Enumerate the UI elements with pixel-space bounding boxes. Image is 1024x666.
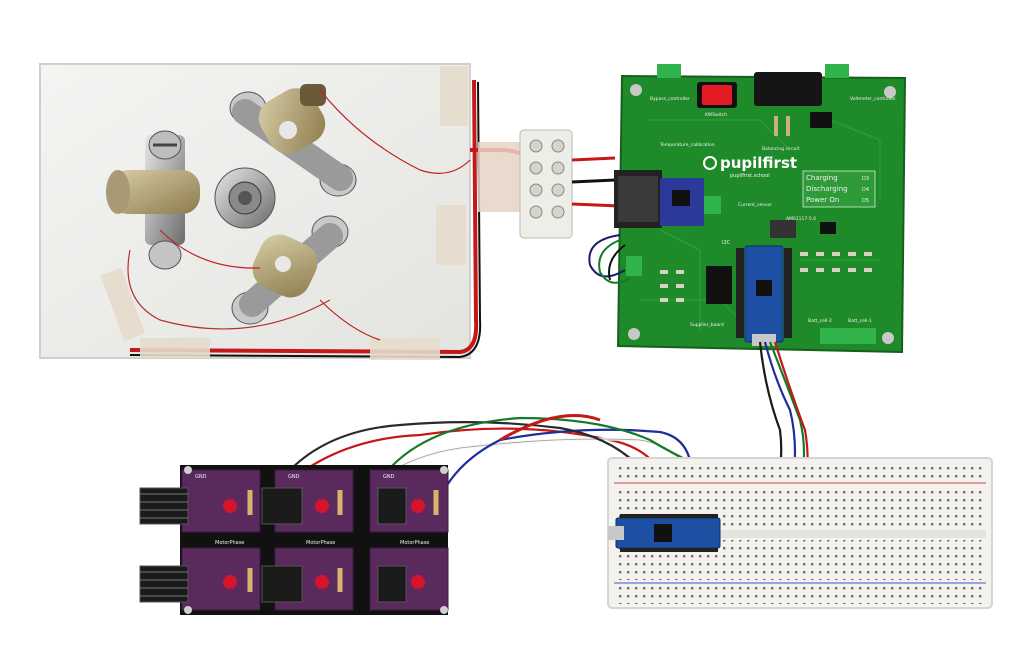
silk-i2c: I2C: [722, 240, 731, 246]
module-gnd-2: GND: [288, 474, 300, 480]
sensor-wires: [127, 89, 471, 341]
silk-kwswitch: KWSwitch: [705, 112, 727, 118]
module-gnd-3: GND: [383, 474, 395, 480]
module-label-3: MotorPhase: [400, 540, 429, 546]
motor-phase-board: GND GND GND MotorPhase MotorPhase MotorP…: [139, 465, 449, 615]
status-label-charging: Charging: [806, 174, 838, 182]
brand-site-label: pupilfirst.school: [730, 173, 770, 179]
status-ref-d3: D3: [862, 176, 869, 182]
status-label-power-on: Power On: [806, 196, 839, 204]
hall-sensor-left: [106, 130, 200, 270]
terminal-block: [519, 129, 621, 239]
silk-temp: Temperature_calibration: [659, 142, 715, 148]
silk-ams: AMS1117-5.0: [786, 216, 816, 222]
pcb-jumper-loops: [588, 234, 631, 284]
hall-sensor-center: [214, 167, 276, 229]
hall-sensor-top: [229, 84, 357, 197]
brand-logo-icon: [703, 156, 717, 170]
status-ref-d5: D5: [862, 198, 869, 204]
breadboard: [607, 457, 993, 609]
hall-sensor-bottom: [231, 215, 349, 325]
silk-supplier: Supplier_board: [690, 322, 724, 328]
bms-pcb: [614, 64, 907, 354]
status-ref-d4: D4: [862, 187, 869, 193]
module-label-2: MotorPhase: [306, 540, 335, 546]
module-label-1: MotorPhase: [215, 540, 244, 546]
silk-bypass: Bypass_controller: [650, 96, 690, 102]
brand-label: pupilfirst: [720, 154, 797, 172]
silk-current-sensor: Current_sensor: [738, 202, 772, 208]
module-gnd-1: GND: [195, 474, 207, 480]
pcb-silkscreen: pupilfirst pupilfirst.school Charging Di…: [650, 96, 896, 328]
silk-balancing: Balancing circuit: [762, 146, 800, 152]
status-label-discharging: Discharging: [806, 185, 848, 193]
silk-voltmeter: Voltmeter_controller: [850, 96, 896, 102]
silk-batt1: Batt_cell-1: [848, 318, 872, 324]
silk-batt2: Batt_cell-2: [808, 318, 832, 324]
